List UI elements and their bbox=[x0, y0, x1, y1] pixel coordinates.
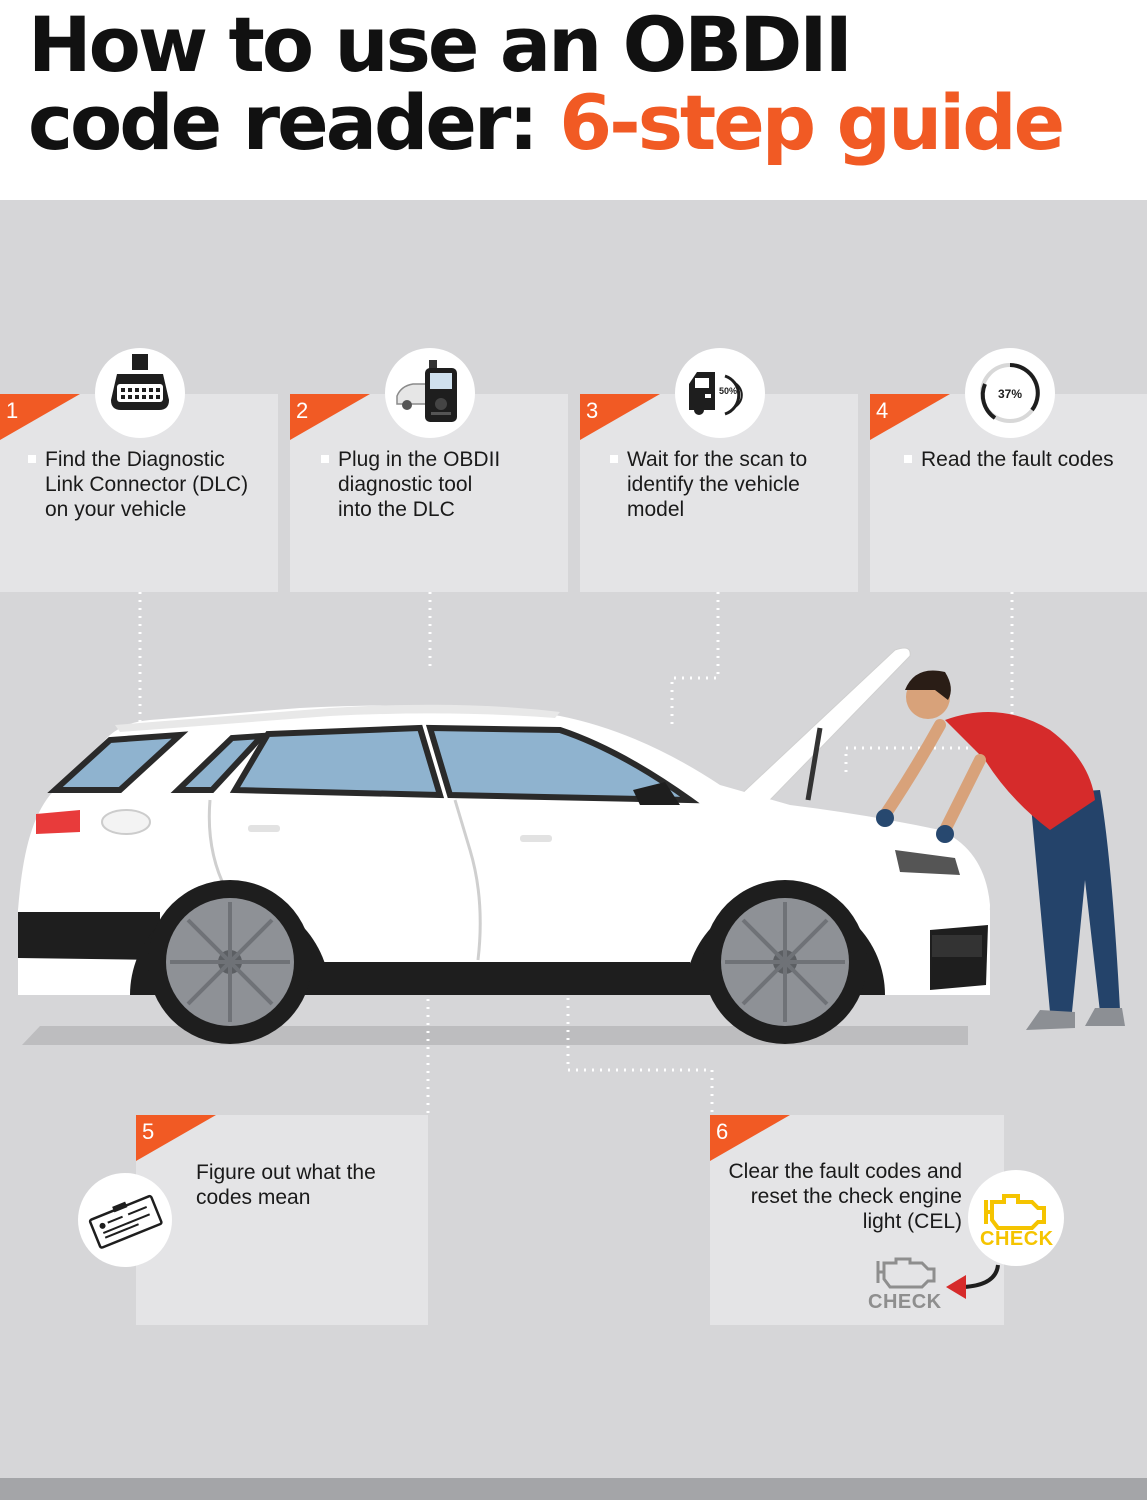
step-4-text: Read the fault codes bbox=[904, 447, 1114, 472]
step-3-text: Wait for the scan to identify the vehicl… bbox=[610, 447, 808, 522]
check-on-label: CHECK bbox=[980, 1228, 1054, 1250]
step-5-line-1: Figure out what the bbox=[196, 1161, 376, 1184]
clipboard-icon bbox=[78, 1173, 172, 1267]
connector-step4 bbox=[844, 592, 1014, 778]
step-2-text: Plug in the OBDII diagnostic tool into t… bbox=[321, 447, 501, 522]
step-2-line-2: diagnostic tool bbox=[338, 473, 473, 496]
car-scan-icon: 50% bbox=[675, 348, 765, 438]
step-4-line-1: Read the fault codes bbox=[921, 448, 1114, 471]
step-3-line-3: model bbox=[627, 498, 685, 521]
bottom-bar bbox=[0, 1478, 1147, 1500]
step-1-text: Find the Diagnostic Link Connector (DLC)… bbox=[28, 447, 249, 522]
engine-off-icon bbox=[876, 1257, 936, 1289]
front-window bbox=[425, 724, 700, 804]
title-line-2-accent: 6-step guide bbox=[559, 78, 1065, 167]
middle-window bbox=[229, 724, 445, 799]
step-4-number: 4 bbox=[876, 398, 889, 423]
mechanic bbox=[876, 670, 1125, 1030]
connector-step3 bbox=[670, 592, 720, 728]
bullet-icon bbox=[610, 455, 618, 463]
connector-step6 bbox=[566, 950, 714, 1113]
step-5-text: Figure out what the codes mean bbox=[196, 1160, 376, 1210]
step-1-line-2: Link Connector (DLC) bbox=[45, 473, 249, 496]
page-title: How to use an OBDII code reader: 6-step … bbox=[28, 6, 1065, 162]
step-6-card: 6 Clear the fault codes and reset the ch… bbox=[710, 1115, 1004, 1325]
step-6-number: 6 bbox=[716, 1119, 729, 1144]
check-off-label: CHECK bbox=[868, 1291, 942, 1313]
step-3-badge: 50% bbox=[719, 386, 737, 396]
step-5-line-2: codes mean bbox=[196, 1186, 311, 1209]
arrow-icon bbox=[946, 1264, 1000, 1299]
rear-side-window bbox=[170, 732, 270, 793]
step-2-line-1: Plug in the OBDII bbox=[338, 448, 501, 471]
bullet-icon bbox=[28, 455, 36, 463]
step-5-number: 5 bbox=[142, 1119, 155, 1144]
header: How to use an OBDII code reader: 6-step … bbox=[0, 0, 1147, 200]
step-5-card: 5 Figure out what the codes mean bbox=[136, 1115, 428, 1325]
step-6-text: Clear the fault codes and reset the chec… bbox=[729, 1159, 962, 1234]
step-1-line-3: on your vehicle bbox=[45, 498, 187, 521]
rear-window bbox=[47, 731, 189, 793]
step-6-line-3: light (CEL) bbox=[862, 1210, 962, 1233]
car-hood bbox=[733, 647, 911, 801]
connector-lines bbox=[138, 592, 1014, 1113]
step-6-line-1: Clear the fault codes and bbox=[728, 1160, 962, 1183]
step-2-line-3: into the DLC bbox=[338, 498, 455, 521]
title-line-2-prefix: code reader: bbox=[28, 78, 560, 167]
step-1-line-1: Find the Diagnostic bbox=[45, 448, 225, 471]
bullet-icon bbox=[321, 455, 329, 463]
scanner-device-icon bbox=[385, 348, 475, 438]
progress-icon: 37% bbox=[965, 348, 1055, 438]
step-3-line-2: identify the vehicle bbox=[627, 473, 800, 496]
step-4-badge: 37% bbox=[998, 387, 1022, 401]
check-engine-icon: CHECK bbox=[968, 1170, 1064, 1266]
step-1-number: 1 bbox=[6, 398, 19, 423]
step-3-line-1: Wait for the scan to bbox=[627, 448, 808, 471]
step-2-number: 2 bbox=[296, 398, 309, 423]
car-scene bbox=[18, 592, 1125, 1113]
step-3-number: 3 bbox=[586, 398, 599, 423]
title-line-1: How to use an OBDII bbox=[28, 0, 853, 89]
bullet-icon bbox=[904, 455, 912, 463]
obd-connector-icon bbox=[95, 348, 185, 438]
step-6-line-2: reset the check engine bbox=[750, 1185, 962, 1208]
